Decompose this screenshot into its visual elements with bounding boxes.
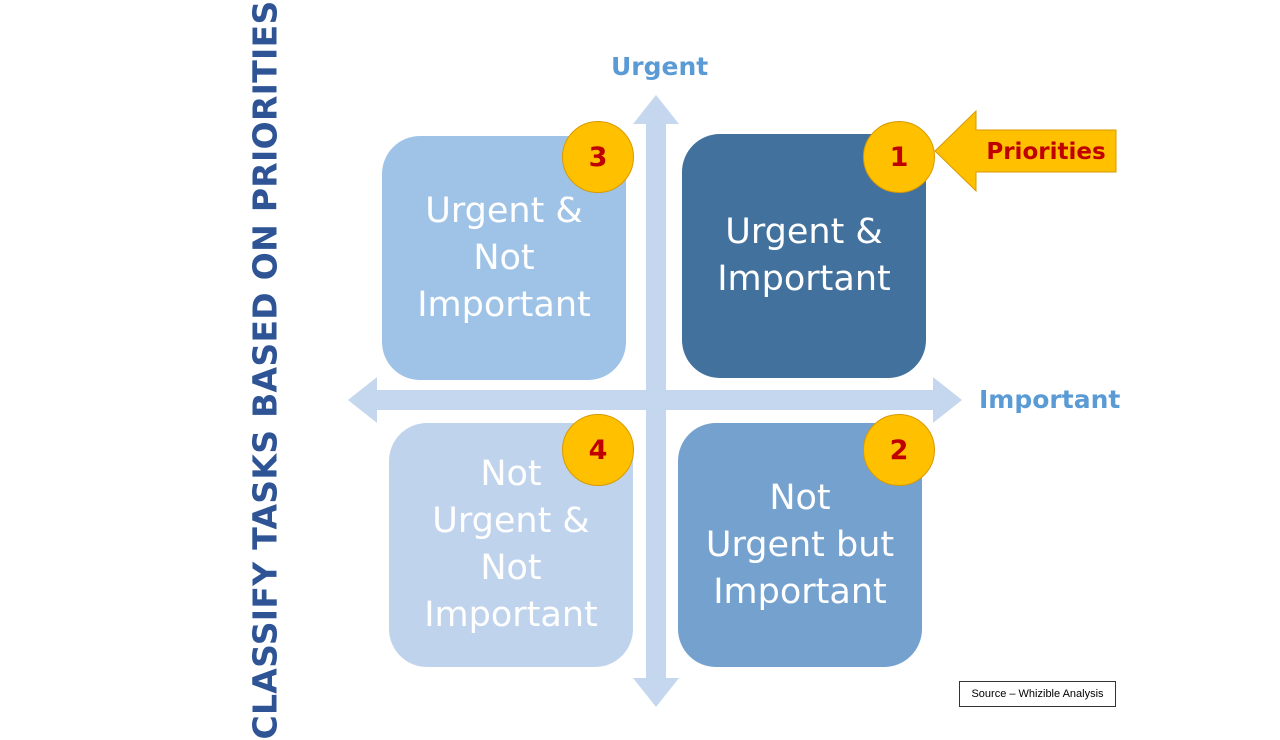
important-axis-label: Important (979, 385, 1121, 414)
priorities-callout-label: Priorities (986, 139, 1106, 165)
priority-badge-4: 4 (562, 414, 634, 486)
source-note: Source – Whizible Analysis (959, 681, 1116, 707)
axes-arrows (348, 95, 962, 707)
quadrant-urgent-not-important: Urgent & Not Important (382, 136, 626, 380)
horizontal-axis-arrow (348, 377, 962, 423)
priority-badge-3: 3 (562, 121, 634, 193)
priority-badge-2: 2 (863, 414, 935, 486)
priorities-callout-arrow (934, 109, 1117, 193)
quadrant-urgent-important: Urgent & Important (682, 134, 926, 378)
priority-badge-1: 1 (863, 121, 935, 193)
urgent-axis-label: Urgent (611, 52, 709, 81)
